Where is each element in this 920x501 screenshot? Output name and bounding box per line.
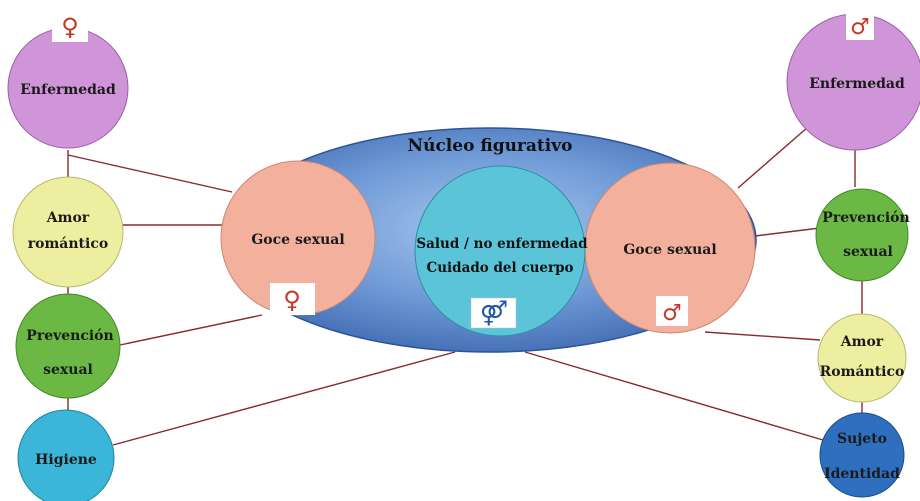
couple-symbol-box: [470, 297, 517, 329]
female-higiene-label: Higiene: [35, 452, 97, 468]
line-m-sujeto-core: [524, 351, 824, 441]
male-goce-label: Goce sexual: [623, 242, 716, 258]
female-top-symbol-box: [52, 10, 88, 42]
center-circle: [414, 165, 586, 337]
line-m-enfermedad-core: [737, 126, 809, 189]
female-icon: ♀: [283, 286, 301, 314]
center-line1: Salud / no enfermedad: [416, 236, 588, 252]
line-f-prevencion-goce: [119, 314, 263, 346]
core-title: Núcleo figurativo: [408, 136, 573, 156]
female-amor-line1: Amor: [46, 210, 90, 226]
male-prevencion-line2: sexual: [843, 244, 893, 260]
male-amor-circle: [817, 313, 907, 403]
male-prevencion-circle: [815, 188, 909, 282]
female-prevencion-circle: [15, 293, 121, 399]
male-sujeto-line2: Identidad: [824, 466, 900, 482]
male-prevencion-line1: Prevención: [822, 210, 909, 226]
female-prevencion-line1: Prevención: [26, 328, 113, 344]
center-line2: Cuidado del cuerpo: [426, 260, 573, 276]
female-goce-symbol-box: [270, 283, 315, 315]
line-m-prevencion-goce: [754, 227, 821, 237]
male-amor-line1: Amor: [840, 334, 884, 350]
female-male-icon: ⚤: [480, 299, 508, 327]
female-amor-circle: [12, 176, 124, 288]
female-higiene-circle: [17, 409, 115, 501]
line-m-amor-goce: [704, 331, 821, 341]
male-goce-symbol-box: [656, 296, 688, 326]
male-enfermedad-label: Enfermedad: [809, 76, 905, 92]
line-f-higiene-core: [112, 351, 456, 446]
line-f-enfermedad-goce: [67, 154, 233, 193]
male-top-icon: ♂: [850, 15, 870, 40]
female-prevencion-line2: sexual: [43, 362, 93, 378]
female-top-icon: ♀: [61, 13, 79, 41]
male-amor-line2: Romántico: [820, 364, 905, 380]
connector-lines: [67, 126, 863, 446]
male-sujeto-circle: [819, 412, 905, 498]
female-goce-label: Goce sexual: [251, 232, 344, 248]
female-enfermedad-label: Enfermedad: [20, 82, 116, 98]
female-amor-line2: romántico: [28, 236, 108, 252]
male-top-symbol-box: [846, 12, 874, 40]
male-icon: ♂: [662, 301, 682, 326]
male-sujeto-line1: Sujeto: [837, 431, 887, 447]
